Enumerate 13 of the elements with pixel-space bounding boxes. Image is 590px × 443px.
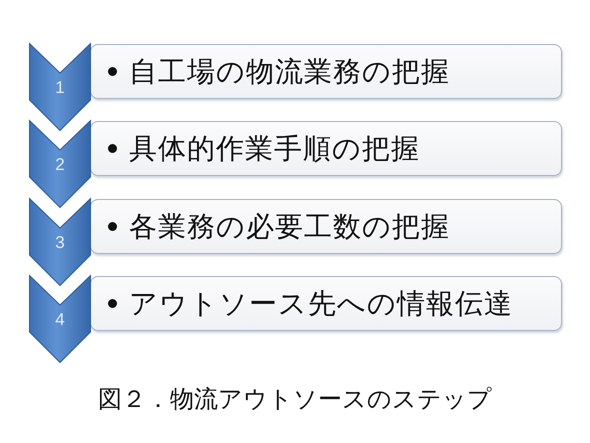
chevron-step [29, 198, 91, 286]
step-text: 自工場の物流業務の把握 [129, 54, 450, 88]
step-text: 具体的作業手順の把握 [129, 132, 420, 166]
chevron-step [29, 120, 91, 208]
chevron-step [29, 43, 91, 131]
chevron-step [29, 275, 91, 363]
step-number: 4 [54, 310, 66, 330]
figure-caption: 図２．物流アウトソースのステップ [97, 384, 493, 414]
step-text: アウトソース先への情報伝達 [129, 286, 513, 320]
step-number: 3 [54, 233, 66, 253]
step-number: 1 [54, 78, 66, 98]
step-text: 各業務の必要工数の把握 [129, 210, 450, 244]
step-number: 2 [54, 155, 66, 175]
